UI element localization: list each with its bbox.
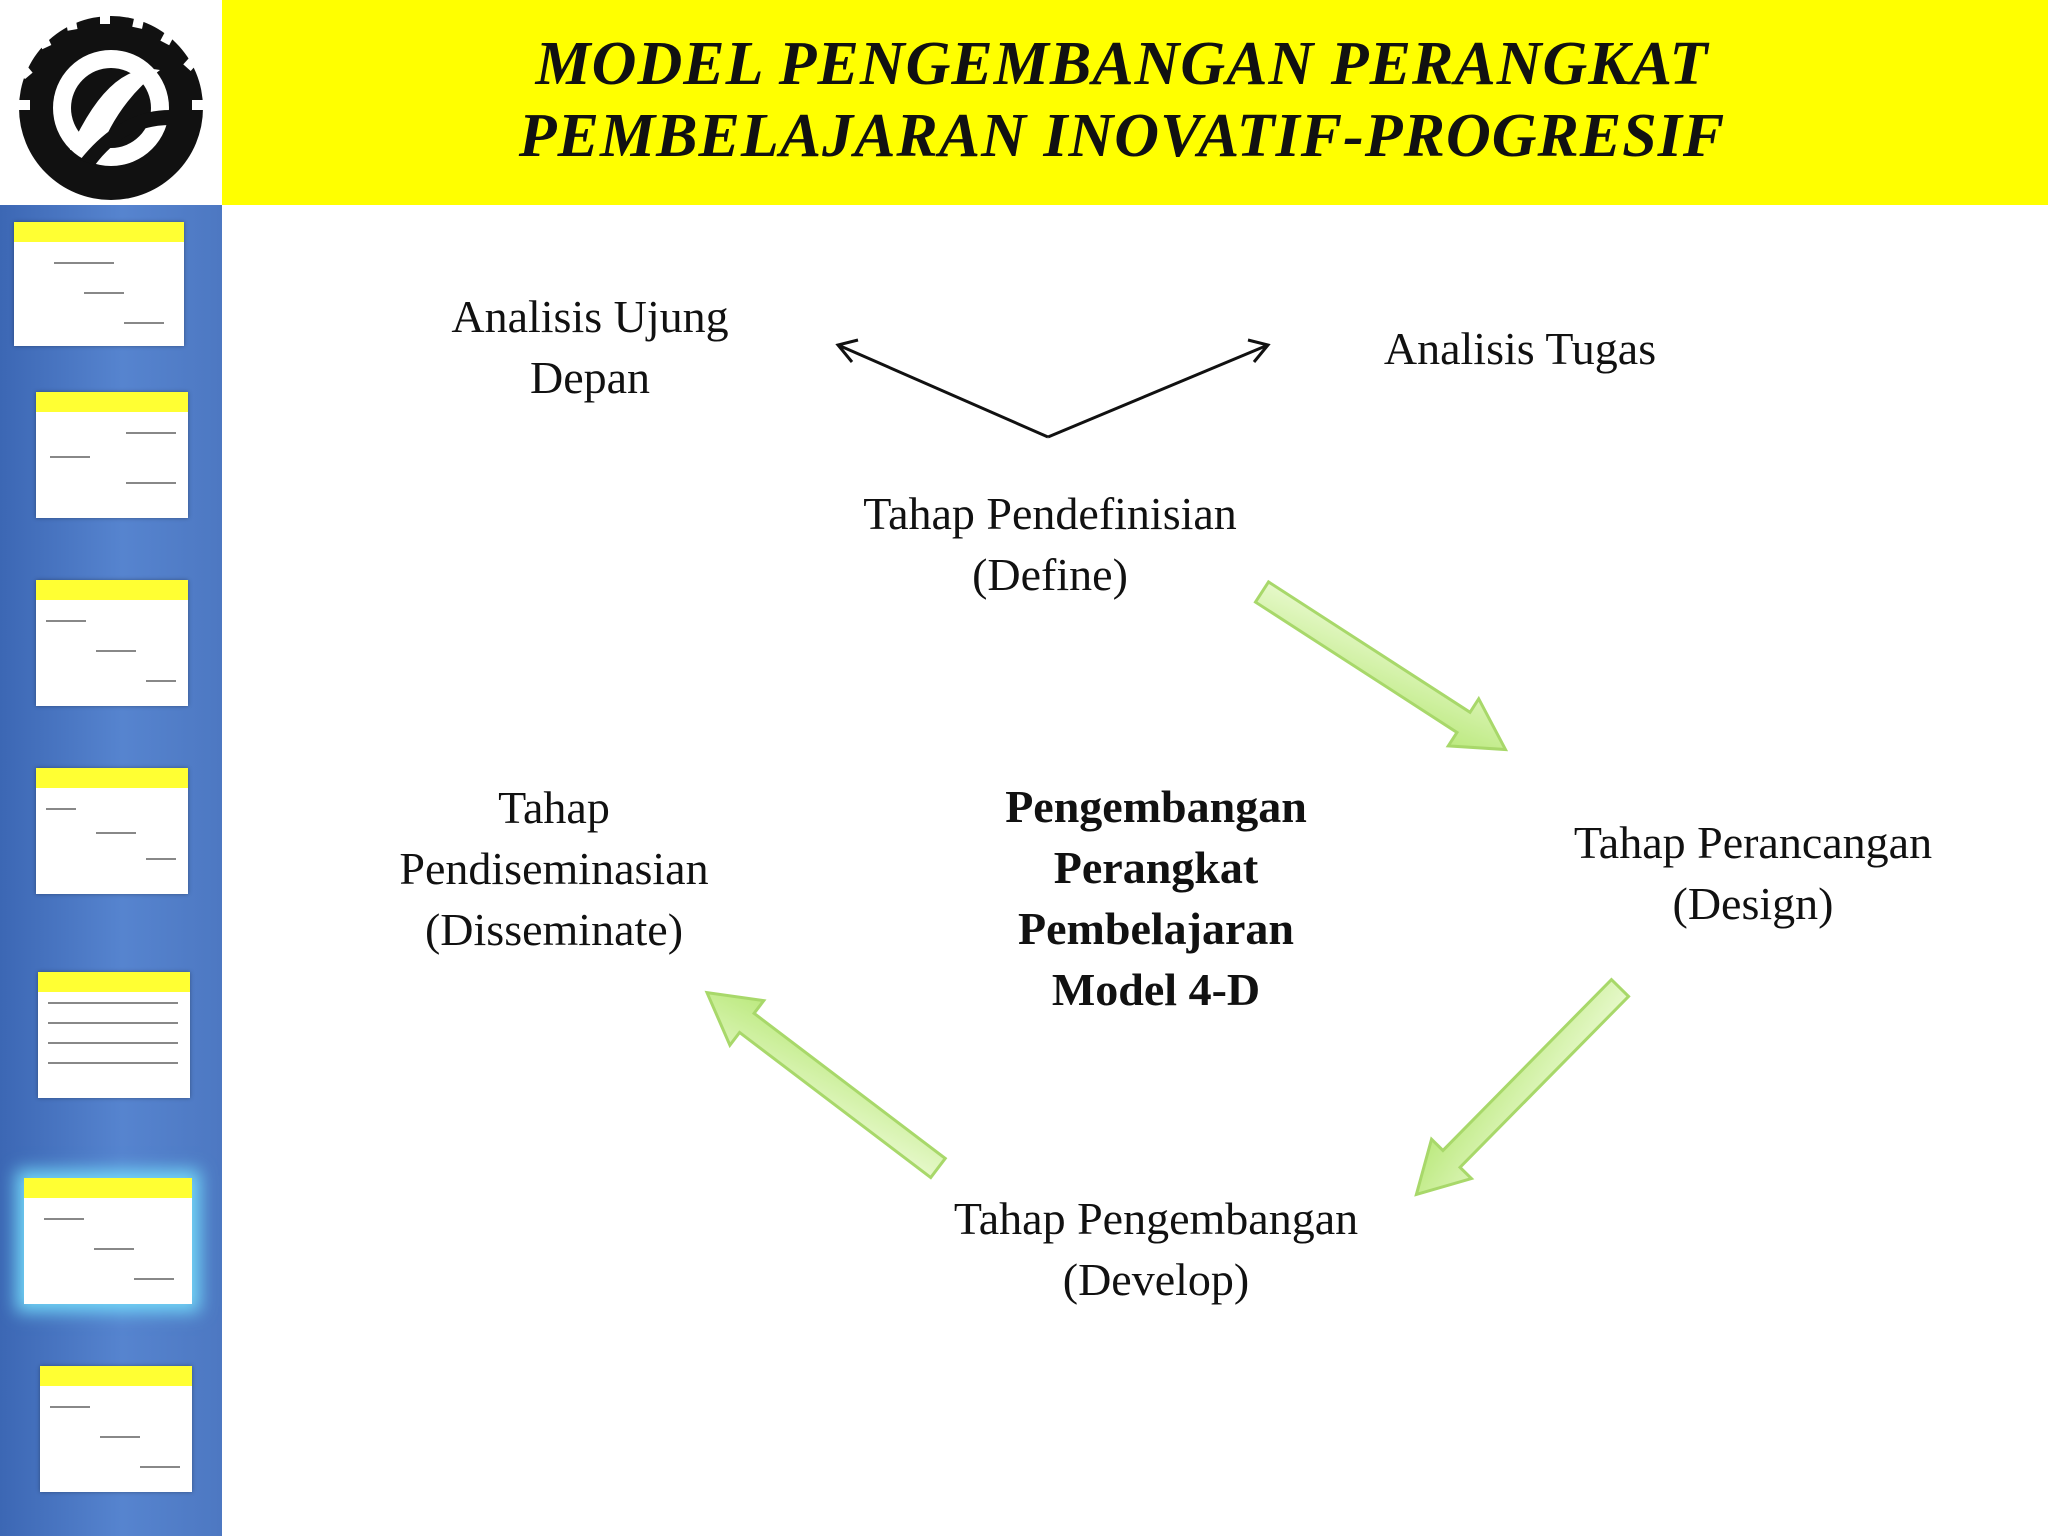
slide-thumbnail[interactable] <box>40 1366 192 1492</box>
block-arrow-develop-to-disseminate <box>704 990 948 1180</box>
thumbnail-line <box>146 858 176 860</box>
thumbnail-title-bar <box>38 972 190 993</box>
thumbnail-title-bar <box>14 222 184 242</box>
logo-area <box>0 0 222 205</box>
thumbnail-line <box>124 322 164 324</box>
arrowhead-right <box>1247 338 1271 363</box>
thumbnail-line <box>50 1406 90 1408</box>
thumbnail-line <box>48 1002 178 1004</box>
thumbnail-line <box>126 482 176 484</box>
disseminate-stage-line-2: Pendiseminasian <box>399 843 709 894</box>
thumbnail-title-bar <box>24 1178 192 1199</box>
thumbnail-title-bar <box>36 580 188 601</box>
slide-thumbnail[interactable] <box>14 222 184 346</box>
thumbnail-line <box>140 1466 180 1468</box>
slide-thumbnail-active[interactable] <box>24 1178 192 1304</box>
arrowhead-left <box>835 338 859 363</box>
thumbnail-line <box>126 432 176 434</box>
thumbnail-line <box>50 456 90 458</box>
analisis-tugas-label: Analisis Tugas <box>1383 323 1657 374</box>
thumbnail-line <box>94 1248 134 1250</box>
define-stage-label: Tahap Pendefinisian (Define) <box>800 483 1300 605</box>
analysis-arrows <box>835 338 1271 439</box>
center-model-line-2: Perangkat <box>1053 842 1259 893</box>
center-model-label: Pengembangan Perangkat Pembelajaran Mode… <box>906 776 1406 1020</box>
thumbnail-title-bar <box>36 768 188 789</box>
thumbnail-line <box>146 680 176 682</box>
thumbnail-line <box>96 832 136 834</box>
thumbnail-line <box>44 1218 84 1220</box>
thumbnail-line <box>48 1042 178 1044</box>
thumbnail-line <box>46 808 76 810</box>
develop-stage-line-1: Tahap Pengembangan <box>953 1193 1359 1244</box>
block-arrow-define-to-design <box>1253 579 1509 752</box>
slide-thumbnail[interactable] <box>36 392 188 518</box>
university-logo-icon <box>12 6 210 200</box>
design-stage-label: Tahap Perancangan (Design) <box>1528 812 1978 934</box>
slide-title: MODEL PENGEMBANGAN PERANGKAT PEMBELAJARA… <box>282 28 1962 172</box>
analisis-ujung-line-2: Depan <box>529 352 651 403</box>
thumbnail-line <box>84 292 124 294</box>
arrow-to-analisis-tugas <box>1047 343 1269 439</box>
disseminate-stage-label: Tahap Pendiseminasian (Disseminate) <box>354 777 754 960</box>
slide-thumbnail[interactable] <box>38 972 190 1098</box>
slide-title-bar: MODEL PENGEMBANGAN PERANGKAT PEMBELAJARA… <box>222 0 2048 205</box>
thumbnail-line <box>48 1062 178 1064</box>
slide-thumbnail-sidebar <box>0 0 222 1536</box>
thumbnail-title-bar <box>36 392 188 413</box>
thumbnail-line <box>96 650 136 652</box>
analisis-ujung-depan-label: Analisis Ujung Depan <box>390 286 790 408</box>
slide-title-line-2: PEMBELAJARAN INOVATIF-PROGRESIF <box>518 102 1726 170</box>
slide-thumbnail[interactable] <box>36 580 188 706</box>
slide-title-line-1: MODEL PENGEMBANGAN PERANGKAT <box>535 30 1709 98</box>
define-stage-line-1: Tahap Pendefinisian <box>863 488 1237 539</box>
thumbnail-line <box>134 1278 174 1280</box>
slide-thumbnail[interactable] <box>36 768 188 894</box>
thumbnail-line <box>54 262 114 264</box>
thumbnail-line <box>48 1022 178 1024</box>
center-model-line-1: Pengembangan <box>1005 781 1307 832</box>
thumbnail-line <box>100 1436 140 1438</box>
design-stage-line-2: (Design) <box>1672 878 1834 929</box>
block-arrow-design-to-develop <box>1414 977 1631 1197</box>
center-model-line-4: Model 4-D <box>1051 964 1261 1015</box>
analisis-ujung-line-1: Analisis Ujung <box>451 291 729 342</box>
define-stage-line-2: (Define) <box>972 549 1128 600</box>
develop-stage-line-2: (Develop) <box>1062 1254 1250 1305</box>
disseminate-stage-line-1: Tahap <box>498 782 610 833</box>
arrow-to-analisis-ujung <box>837 343 1049 439</box>
develop-stage-label: Tahap Pengembangan (Develop) <box>906 1188 1406 1310</box>
disseminate-stage-line-3: (Disseminate) <box>424 904 684 955</box>
center-model-line-3: Pembelajaran <box>1018 903 1294 954</box>
thumbnail-title-bar <box>40 1366 192 1387</box>
design-stage-line-1: Tahap Perancangan <box>1573 817 1933 868</box>
thumbnail-line <box>46 620 86 622</box>
